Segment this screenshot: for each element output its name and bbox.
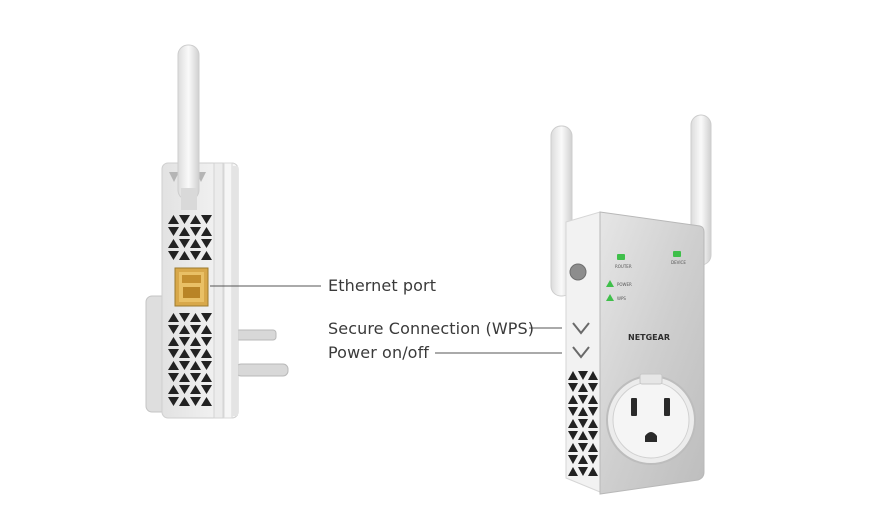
router-led-label: ROUTER <box>615 264 632 269</box>
wps-label: Secure Connection (WPS) <box>328 319 535 338</box>
vent-slot <box>168 325 179 334</box>
vent-slot <box>168 227 179 236</box>
vent-slot <box>568 395 578 404</box>
vent-slot <box>201 215 212 224</box>
wps-led <box>606 294 614 301</box>
vent-slot <box>201 397 212 406</box>
vent-slot <box>578 407 588 416</box>
vent-slot <box>578 395 588 404</box>
vent-slot <box>168 397 179 406</box>
vent-slot <box>179 397 190 406</box>
vent-slot <box>588 407 598 416</box>
vent-slot <box>201 313 212 322</box>
vent-slot <box>568 431 578 440</box>
vent-slot <box>190 313 201 322</box>
vent-slot <box>201 373 212 382</box>
ethernet-port <box>174 267 209 307</box>
vent-slot <box>201 385 212 394</box>
vent-slot <box>168 361 179 370</box>
vent-slot <box>190 397 201 406</box>
vent-slot <box>179 227 190 236</box>
vent-slot <box>578 383 588 392</box>
vent-slot <box>168 251 179 260</box>
power-button <box>572 346 590 359</box>
vent-slot <box>179 349 190 358</box>
vent-slot <box>190 325 201 334</box>
vent-slot <box>578 371 588 380</box>
vent-slot <box>168 239 179 248</box>
vent-slot <box>588 383 598 392</box>
vent-slot <box>201 349 212 358</box>
vent-slot <box>201 361 212 370</box>
vent-slot <box>179 385 190 394</box>
front-view-device: ROUTER DEVICE POWER WPS NETGEAR <box>550 114 712 495</box>
vent-slot <box>578 431 588 440</box>
vent-slot <box>588 443 598 452</box>
wps-led-label: WPS <box>617 296 626 301</box>
vent-slot <box>179 251 190 260</box>
vent-slot <box>578 419 588 428</box>
vent-slot <box>568 419 578 428</box>
side-antenna <box>177 44 200 201</box>
vent-slot <box>588 431 598 440</box>
vent-slot <box>168 313 179 322</box>
vent-slot <box>168 215 179 224</box>
vent-slot <box>201 337 212 346</box>
vent-slot <box>201 251 212 260</box>
device-led <box>673 251 681 257</box>
plug-prong-top <box>235 329 277 341</box>
vent-slot <box>168 337 179 346</box>
vent-slot <box>588 455 598 464</box>
vent-slot <box>568 383 578 392</box>
vent-slot <box>568 455 578 464</box>
device-led-label: DEVICE <box>671 260 686 265</box>
brand-logo: NETGEAR <box>628 333 670 342</box>
vent-slot <box>201 325 212 334</box>
vent-slot <box>568 407 578 416</box>
vent-slot <box>190 361 201 370</box>
vent-slot <box>568 443 578 452</box>
vent-slot <box>190 373 201 382</box>
vent-slot <box>201 239 212 248</box>
vent-slot <box>168 385 179 394</box>
vent-slot <box>578 455 588 464</box>
vent-slot <box>179 325 190 334</box>
vent-slot <box>190 239 201 248</box>
vent-slot <box>168 373 179 382</box>
power-label: Power on/off <box>328 343 430 362</box>
vent-slot <box>179 215 190 224</box>
vent-slot <box>190 251 201 260</box>
vent-slot <box>190 385 201 394</box>
vent-slot <box>568 467 578 476</box>
router-led <box>617 254 625 260</box>
vent-slot <box>588 371 598 380</box>
vent-slot <box>578 443 588 452</box>
ethernet-port-label: Ethernet port <box>328 276 437 295</box>
vent-slot <box>568 371 578 380</box>
vent-slot <box>179 239 190 248</box>
vent-slot <box>179 361 190 370</box>
vent-slot <box>201 227 212 236</box>
vent-slot <box>190 215 201 224</box>
side-view-device <box>145 44 289 419</box>
vent-slot <box>588 395 598 404</box>
vent-slot <box>578 467 588 476</box>
plug-prong-bottom <box>235 363 289 377</box>
vent-slot <box>190 349 201 358</box>
vent-slot <box>588 467 598 476</box>
vent-slot <box>588 419 598 428</box>
vent-slot <box>179 373 190 382</box>
vent-slot <box>179 337 190 346</box>
vent-slot <box>190 337 201 346</box>
vent-slot <box>168 349 179 358</box>
vent-slot <box>179 313 190 322</box>
power-led <box>606 280 614 287</box>
power-led-label: POWER <box>617 282 632 287</box>
wps-button <box>572 322 590 335</box>
vent-slot <box>190 227 201 236</box>
ac-outlet <box>606 373 696 465</box>
